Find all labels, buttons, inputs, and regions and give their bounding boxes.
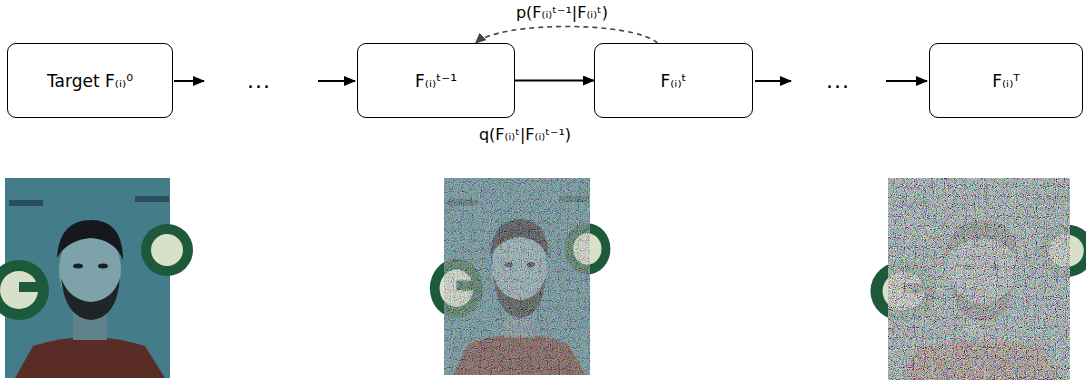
process-box: F₍ᵢ₎ᵀ <box>929 43 1083 118</box>
ellipsis-label: ... <box>247 68 271 93</box>
edge-label: q(F₍ᵢ₎ᵗ|F₍ᵢ₎ᵗ⁻¹) <box>477 125 573 144</box>
chain-arrow <box>886 80 927 82</box>
state-label: F₍ᵢ₎ᵗ⁻¹ <box>415 71 457 91</box>
edge-label: p(F₍ᵢ₎ᵗ⁻¹|F₍ᵢ₎ᵗ) <box>514 3 610 22</box>
state-label: Target F₍ᵢ₎⁰ <box>47 71 133 91</box>
target-photo <box>0 178 193 378</box>
state-label: F₍ᵢ₎ᵗ <box>660 71 686 91</box>
process-box: Target F₍ᵢ₎⁰ <box>7 43 173 118</box>
reverse-arrow <box>476 27 658 44</box>
noise-photo <box>870 178 1086 380</box>
process-box: F₍ᵢ₎ᵗ⁻¹ <box>357 43 515 118</box>
chain-arrow <box>318 80 355 82</box>
chain-arrow <box>755 80 791 82</box>
process-box: F₍ᵢ₎ᵗ <box>594 43 753 118</box>
noisy-photo <box>430 178 611 375</box>
state-label: F₍ᵢ₎ᵀ <box>992 71 1020 91</box>
chain-arrow <box>174 80 204 82</box>
forward-arrow <box>515 80 594 82</box>
ellipsis-label: ... <box>826 68 850 93</box>
